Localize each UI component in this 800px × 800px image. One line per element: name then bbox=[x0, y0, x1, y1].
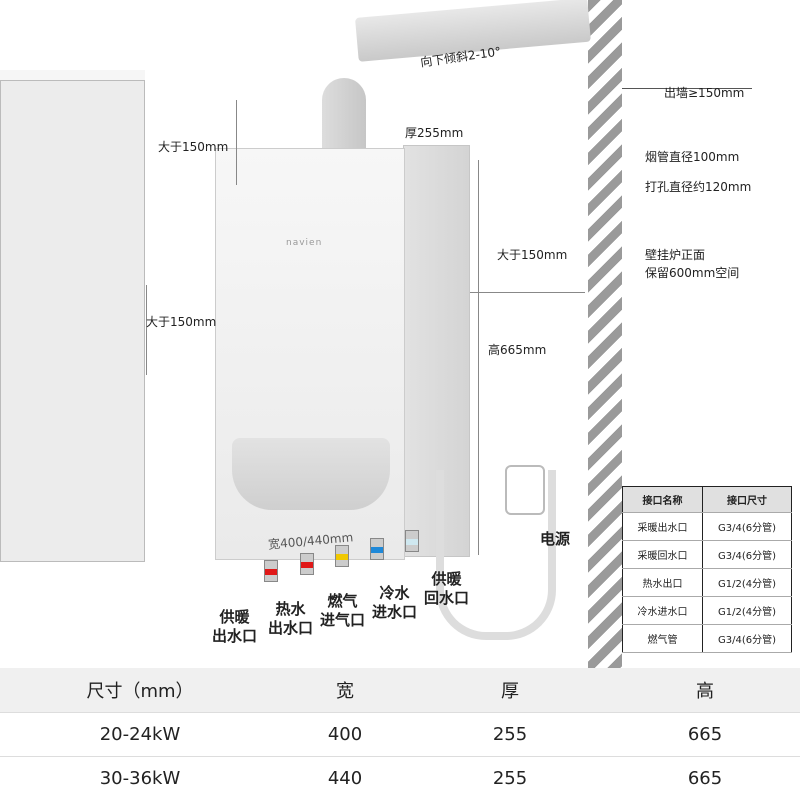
port-label-line2: 进气口 bbox=[320, 611, 366, 629]
port-label-line1: 热水 bbox=[275, 600, 306, 618]
right-clearance-label: 大于150mm bbox=[497, 248, 568, 262]
front-space-label-1: 壁挂炉正面 bbox=[645, 248, 706, 262]
port-color-red bbox=[301, 562, 313, 568]
port-label-line1: 供暖 bbox=[431, 570, 462, 588]
size-cell: 255 bbox=[410, 711, 610, 756]
port-heating-out bbox=[264, 560, 278, 582]
hole-diameter-label: 打孔直径约120mm bbox=[645, 180, 752, 194]
port-label-line1: 燃气 bbox=[327, 592, 358, 610]
power-label: 电源 bbox=[540, 530, 571, 548]
wall-out-label: 出墙≥150mm bbox=[664, 86, 745, 100]
size-cell: 400 bbox=[280, 711, 410, 756]
spec-header-name: 接口名称 bbox=[622, 486, 703, 513]
top-clearance-label: 大于150mm bbox=[158, 140, 229, 154]
spec-header-row: 接口名称接口尺寸 bbox=[622, 486, 792, 513]
size-cell: 440 bbox=[280, 755, 410, 800]
spec-header-size: 接口尺寸 bbox=[702, 486, 792, 513]
depth-label: 厚255mm bbox=[405, 126, 464, 140]
wall-out-dim-line bbox=[622, 88, 752, 89]
size-header: 高 bbox=[610, 668, 800, 712]
spec-cell: 冷水进水口 bbox=[622, 596, 703, 625]
port-color-blue bbox=[371, 547, 383, 553]
port-hot-water-out bbox=[300, 553, 314, 575]
boiler-control-panel bbox=[232, 438, 390, 510]
size-cell: 665 bbox=[610, 711, 800, 756]
spec-cell: 采暖回水口 bbox=[622, 540, 703, 569]
port-color-yellow bbox=[336, 554, 348, 560]
port-heating-return bbox=[405, 530, 419, 552]
size-cell: 30-36kW bbox=[0, 755, 280, 800]
port-label-cold-water-in: 冷水进水口 bbox=[372, 584, 417, 622]
port-label-heating-out: 供暖出水口 bbox=[212, 608, 257, 646]
port-label-line2: 回水口 bbox=[424, 589, 470, 607]
left-wall-top bbox=[0, 70, 145, 82]
spec-cell: 采暖出水口 bbox=[622, 512, 703, 541]
size-cell: 20-24kW bbox=[0, 711, 280, 756]
top-dim-line bbox=[236, 100, 237, 185]
brand-logo: navien bbox=[286, 238, 323, 248]
height-label: 高665mm bbox=[488, 343, 547, 357]
spec-cell: 热水出口 bbox=[622, 568, 703, 597]
port-label-line1: 供暖 bbox=[219, 608, 250, 626]
front-space-label-2: 保留600mm空间 bbox=[645, 266, 740, 280]
spec-cell: G3/4(6分管) bbox=[702, 512, 792, 541]
spec-cell: G1/2(4分管) bbox=[702, 596, 792, 625]
flue-diameter-label: 烟管直径100mm bbox=[645, 150, 740, 164]
spec-cell: 燃气管 bbox=[622, 624, 703, 653]
size-cell: 665 bbox=[610, 755, 800, 800]
left-wall bbox=[0, 80, 145, 562]
port-gas-in bbox=[335, 545, 349, 567]
power-cable bbox=[436, 470, 556, 640]
power-plug bbox=[505, 465, 545, 515]
size-cell: 255 bbox=[410, 755, 610, 800]
size-header-row: 尺寸（mm）宽厚高 bbox=[0, 668, 800, 712]
size-header: 厚 bbox=[410, 668, 610, 712]
right-dim-line bbox=[470, 292, 585, 293]
spec-cell: G3/4(6分管) bbox=[702, 540, 792, 569]
port-label-line2: 出水口 bbox=[212, 627, 258, 645]
hatched-wall bbox=[588, 0, 622, 668]
port-color-red bbox=[265, 569, 277, 575]
port-label-line1: 冷水 bbox=[379, 584, 410, 602]
size-header: 宽 bbox=[280, 668, 410, 712]
port-label-heating-return: 供暖回水口 bbox=[424, 570, 469, 608]
port-label-hot-water-out: 热水出水口 bbox=[268, 600, 313, 638]
port-label-gas-in: 燃气进气口 bbox=[320, 592, 365, 630]
spec-cell: G3/4(6分管) bbox=[702, 624, 792, 653]
height-dim-line bbox=[478, 160, 479, 555]
flue-pipe-vertical bbox=[322, 78, 366, 158]
port-color-light bbox=[406, 539, 418, 545]
port-cold-water-in bbox=[370, 538, 384, 560]
left-clearance-label: 大于150mm bbox=[146, 315, 217, 329]
spec-cell: G1/2(4分管) bbox=[702, 568, 792, 597]
port-label-line2: 进水口 bbox=[372, 603, 418, 621]
left-dim-line bbox=[146, 285, 147, 375]
port-label-line2: 出水口 bbox=[268, 619, 314, 637]
size-header: 尺寸（mm） bbox=[0, 668, 280, 712]
